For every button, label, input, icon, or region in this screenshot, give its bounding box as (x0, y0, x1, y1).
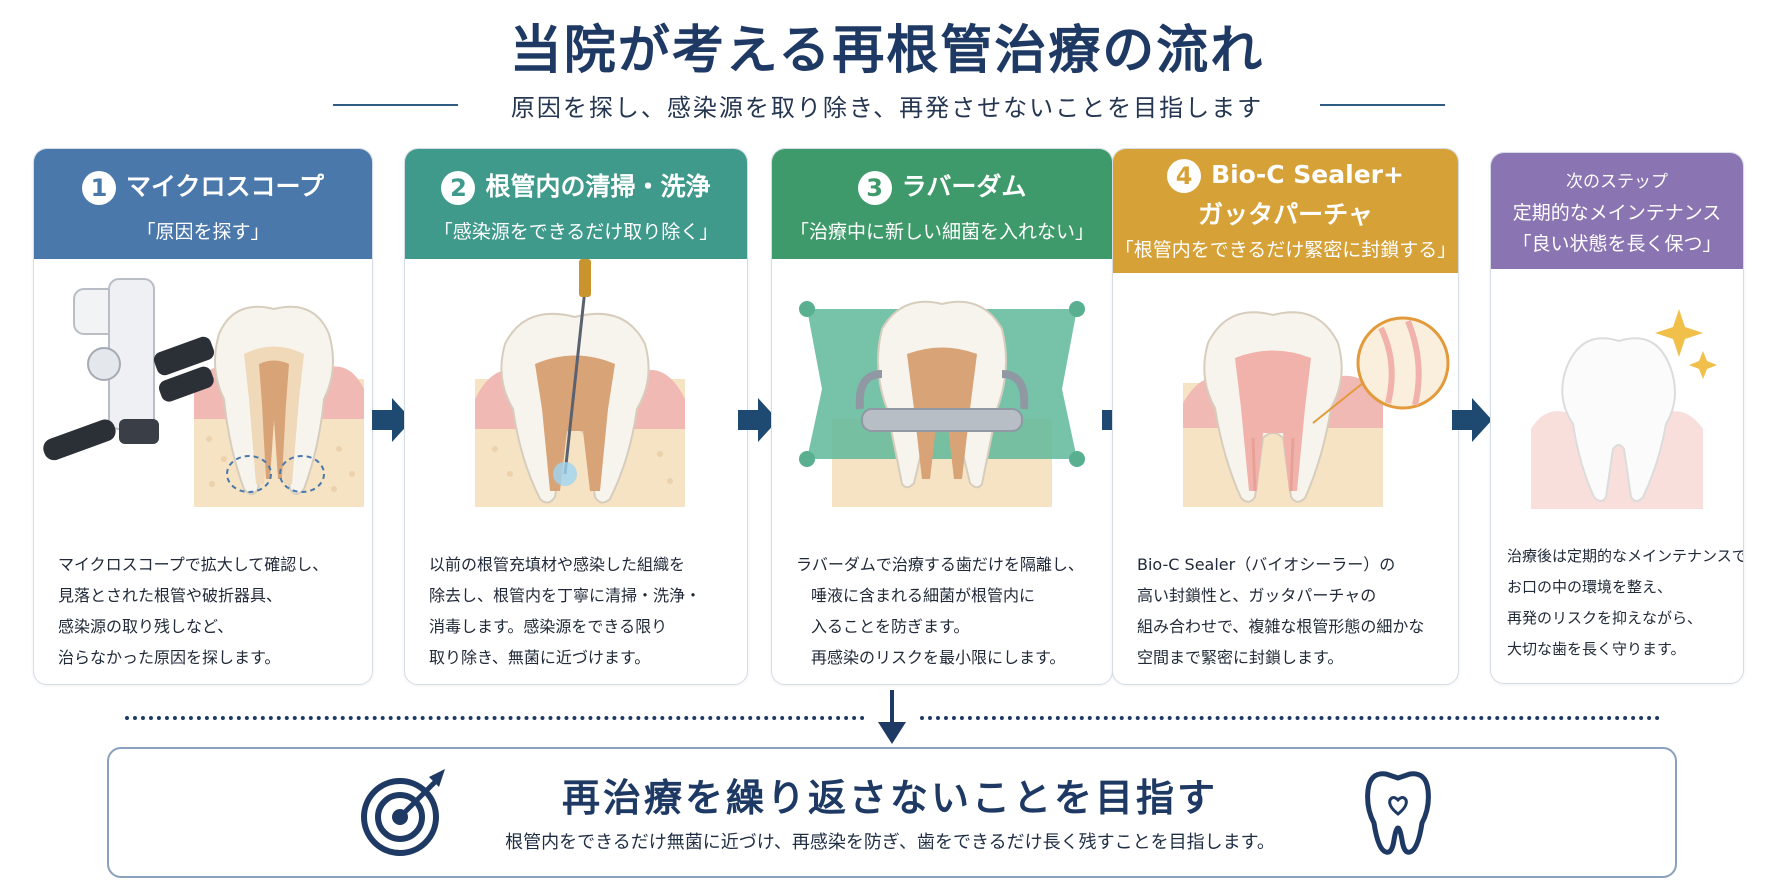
step-description-3: ラバーダムで治療する歯だけを隔離し、 唾液に含まれる細菌が根管内に 入ることを防… (796, 555, 1084, 667)
arrow-down-icon (878, 690, 906, 744)
subtitle-divider-right (1320, 104, 1445, 106)
arrow-right-icon (1452, 398, 1492, 442)
page-subtitle: 原因を探し、感染源を取り除き、再発させないことを目指します (510, 94, 1264, 122)
next-step-card: 次のステップ 定期的なメインテナンス 「良い状態を長く保つ」 治療後は定期的なメ… (1490, 152, 1744, 684)
next-step-title: 定期的なメインテナンス (1512, 202, 1722, 224)
step-description-4: Bio-C Sealer（バイオシーラー）の 高い封鎖性と、ガッタパーチャの 組… (1137, 555, 1425, 667)
step-subtitle-2: 「感染源をできるだけ取り除く」 (433, 221, 719, 243)
arrow-right-icon (372, 398, 412, 442)
step-description-1: マイクロスコープで拡大して確認し、 見落とされた根管や破折器具、 感染源の取り残… (58, 555, 329, 667)
tooth-heart-icon (1365, 771, 1431, 855)
sparkle-icon (1531, 309, 1717, 509)
file-icon (475, 259, 685, 507)
step-number-2: 2 (441, 171, 476, 205)
step-illustration-1 (34, 259, 372, 507)
goal-box (107, 747, 1677, 878)
dotted-divider-left (125, 716, 865, 720)
arrow-right-icon (738, 398, 778, 442)
step-illustration-3 (772, 259, 1112, 507)
next-step-label: 次のステップ (1566, 172, 1668, 192)
step-subtitle-4: 「根管内をできるだけ緊密に封鎖する」 (1114, 239, 1457, 261)
microscope-icon (43, 278, 364, 507)
goal-title: 再治療を繰り返さないことを目指す (561, 776, 1218, 820)
step-illustration-2 (405, 259, 747, 507)
target-icon (361, 769, 445, 856)
rubber-dam-icon (799, 300, 1085, 507)
step-title-4-line2: ガッタパーチャ (1198, 200, 1373, 229)
seal-icon (1183, 311, 1450, 507)
subtitle-divider-left (333, 104, 458, 106)
next-step-description: 治療後は定期的なメインテナンスで、 お口の中の環境を整え、 再発のリスクを抑えな… (1507, 547, 1744, 658)
next-step-header: 次のステップ 定期的なメインテナンス 「良い状態を長く保つ」 (1491, 153, 1743, 269)
next-step-illustration (1491, 269, 1743, 509)
step-number-1: 1 (81, 171, 116, 205)
step-subtitle-1: 「原因を探す」 (136, 221, 270, 243)
step-number-4: 4 (1167, 159, 1202, 193)
step-subtitle-3: 「治療中に新しい細菌を入れない」 (789, 221, 1094, 243)
goal-text: 根管内をできるだけ無菌に近づけ、再感染を防ぎ、歯をできるだけ長く残すことを目指し… (505, 832, 1275, 853)
step-illustration-4 (1113, 273, 1458, 507)
dotted-divider-right (920, 716, 1660, 720)
step-description-2: 以前の根管充填材や感染した組織を 除去し、根管内を丁寧に清掃・洗浄・ 消毒します… (429, 555, 702, 667)
step-number-3: 3 (857, 171, 892, 205)
next-step-subtitle: 「良い状態を長く保つ」 (1512, 233, 1722, 255)
page-title: 当院が考える再根管治療の流れ (509, 21, 1265, 81)
